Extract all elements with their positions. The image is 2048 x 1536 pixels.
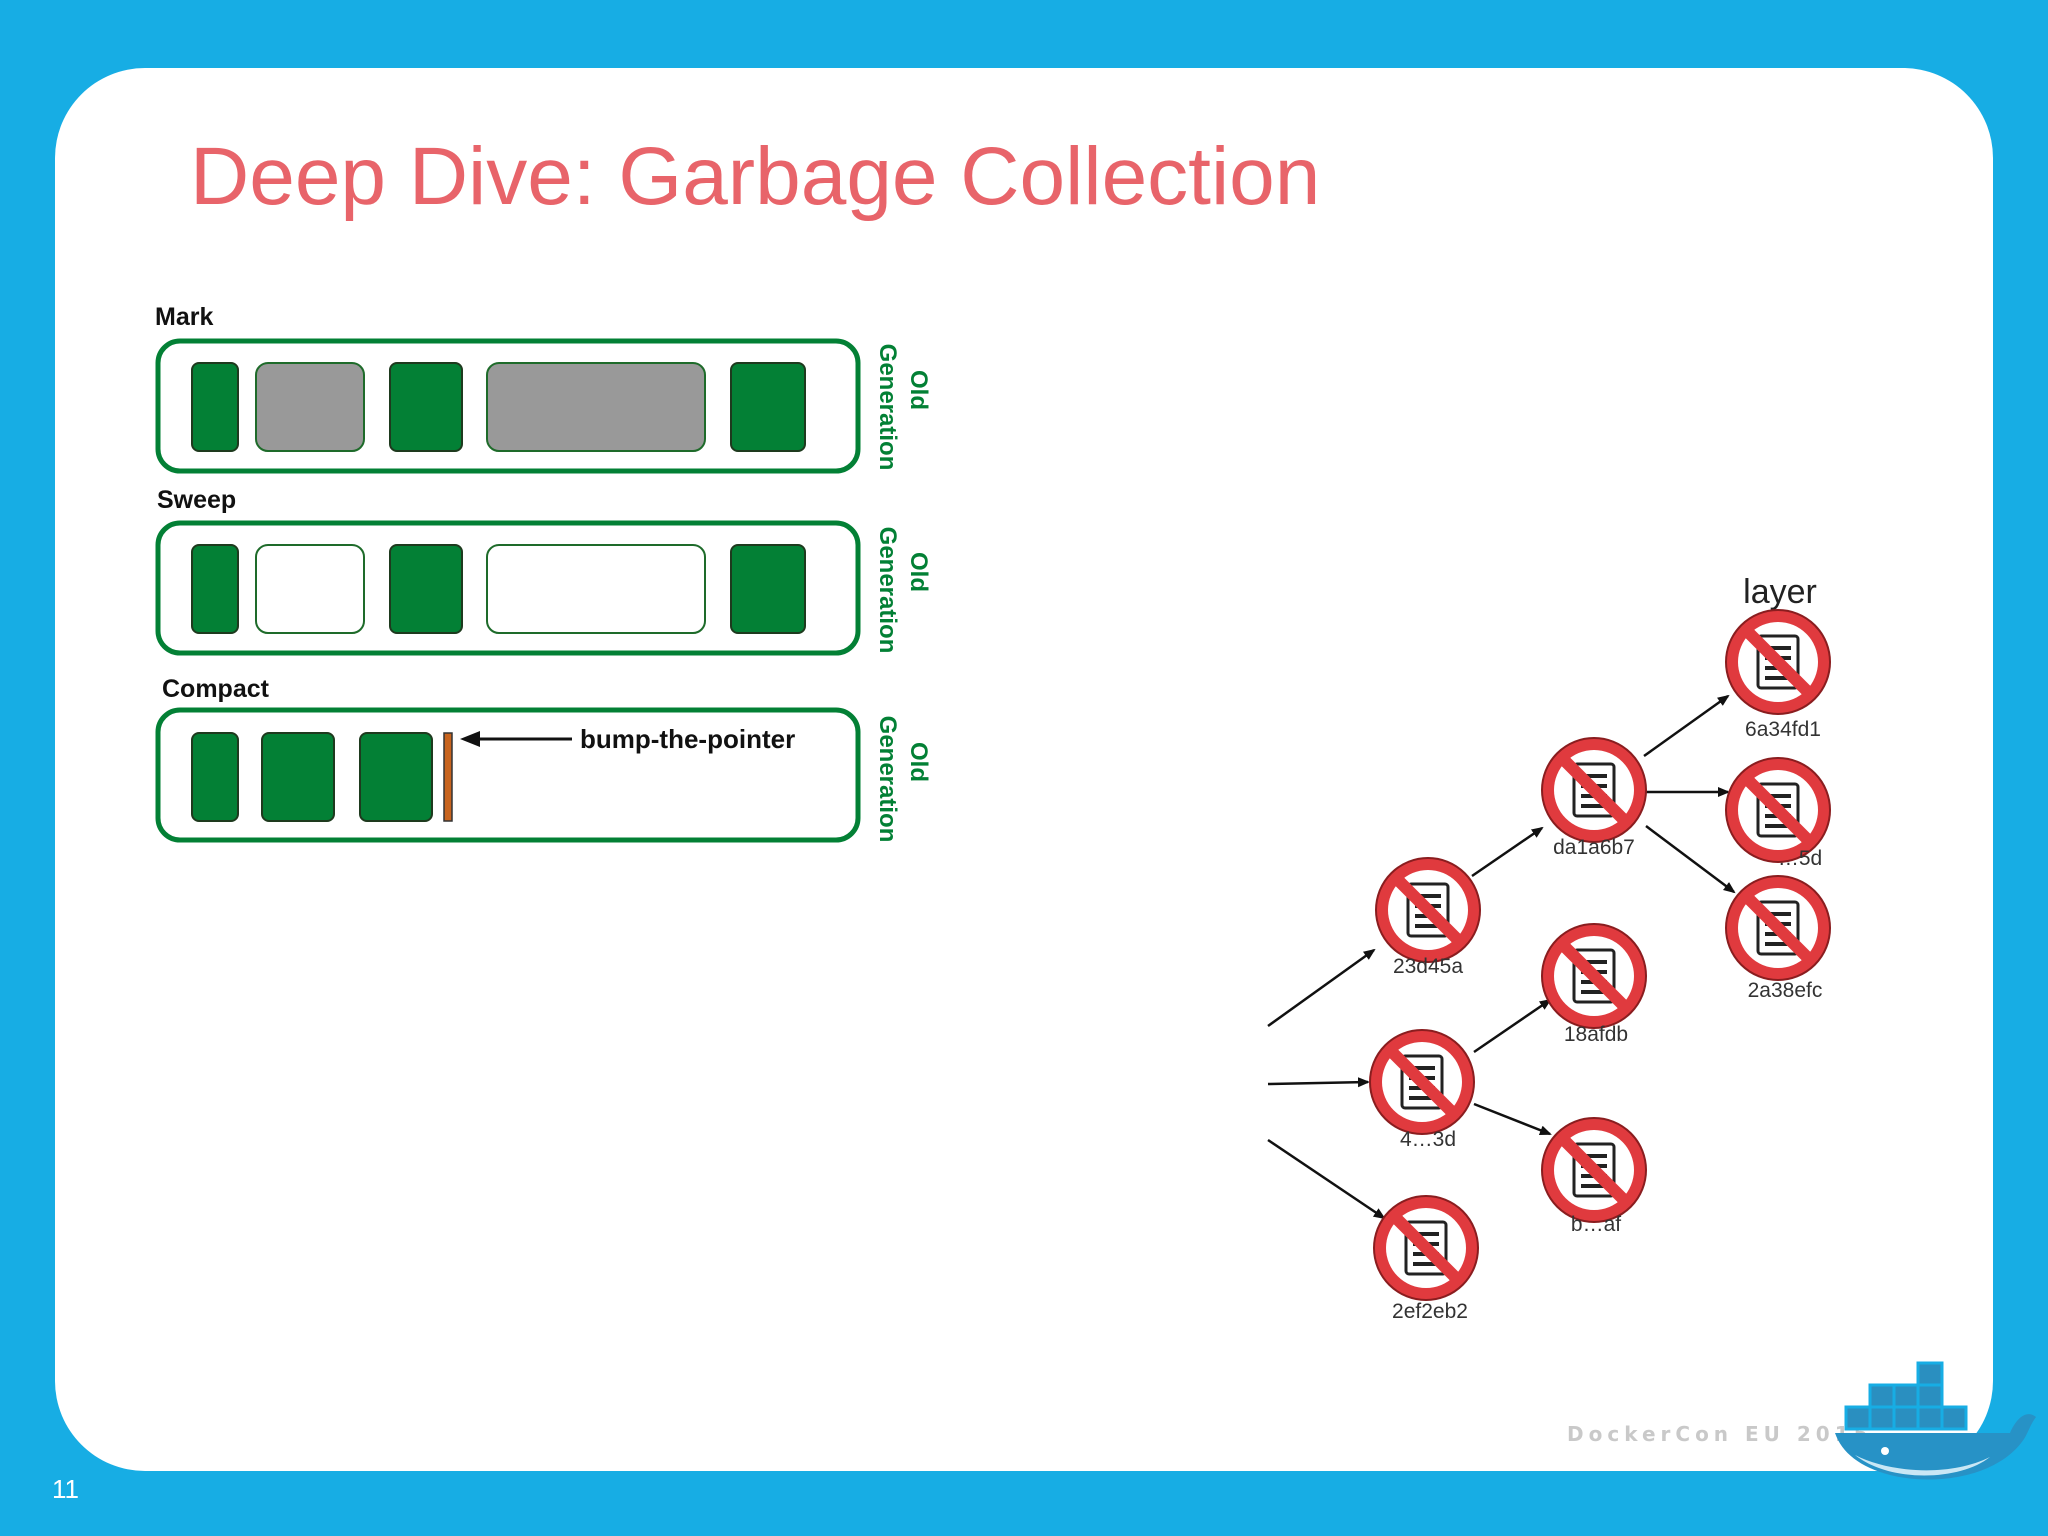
node-label: da1a6b7 [1553, 836, 1635, 859]
graph-edge [1473, 998, 1552, 1054]
graph-edge [1267, 948, 1376, 1028]
graph-edge [1471, 826, 1544, 878]
graph-edge [1473, 1102, 1552, 1136]
graph-edge [1267, 1138, 1386, 1220]
docker-whale-logo [1835, 1361, 2036, 1480]
graph-edge [1645, 825, 1736, 894]
footer-event-label: DockerCon EU 2015 [1567, 1422, 1873, 1446]
phase-label-sweep: Sweep [157, 486, 236, 514]
node-label: 6a34fd1 [1745, 718, 1821, 741]
live-object [389, 544, 463, 634]
pointer-label: bump-the-pointer [580, 724, 795, 754]
generation-label: Old [905, 742, 932, 782]
generation-label: Old [905, 552, 932, 592]
marked-object [255, 362, 365, 452]
phase-label-compact: Compact [162, 675, 270, 703]
marked-object [486, 362, 706, 452]
prohibited-icon [1376, 858, 1480, 962]
node-label: 2ef2eb2 [1392, 1300, 1468, 1323]
prohibited-icon [1370, 1030, 1474, 1134]
node-label: 2a38efc [1748, 979, 1823, 1002]
node-label: 23d45a [1393, 955, 1463, 978]
layer-graph: layer 6a34fd1 da1a6b7 …5d 2a38efc 23d45a… [1267, 573, 1860, 1323]
prohibited-icon [1726, 610, 1830, 714]
generation-label: Generation [874, 716, 901, 843]
prohibited-icon [1542, 1118, 1646, 1222]
free-space [255, 544, 365, 634]
slide-title: Deep Dive: Garbage Collection [190, 131, 1321, 222]
live-object [389, 362, 463, 452]
graph-edge [1643, 694, 1730, 758]
graph-heading: layer [1743, 573, 1817, 611]
arrowhead-icon [460, 731, 480, 747]
phase-label-mark: Mark [155, 303, 213, 331]
prohibited-icon [1374, 1196, 1478, 1300]
node-label: b…af [1571, 1213, 1621, 1236]
prohibited-icon [1726, 876, 1830, 980]
generation-label: Generation [874, 527, 901, 654]
live-object [191, 544, 239, 634]
graph-edge [1267, 1077, 1370, 1088]
live-object [730, 362, 806, 452]
heap-box-compact [155, 707, 861, 843]
heap-box-sweep [155, 520, 861, 656]
live-object [359, 732, 433, 822]
allocation-pointer [443, 732, 453, 822]
live-object [191, 362, 239, 452]
prohibited-icon [1542, 924, 1646, 1028]
prohibited-icon [1542, 738, 1646, 842]
heap-box-mark [155, 338, 861, 474]
page-number: 11 [52, 1474, 79, 1504]
live-object [730, 544, 806, 634]
generation-label: Generation [874, 344, 901, 471]
node-label: 18afdb [1564, 1023, 1628, 1046]
node-label: …5d [1778, 847, 1822, 870]
node-label: 4…3d [1400, 1128, 1456, 1151]
free-space [486, 544, 706, 634]
generation-label: Old [905, 370, 932, 410]
live-object [191, 732, 239, 822]
gc-phases-diagram: Mark Old Generation Sweep Old Generation… [155, 303, 932, 843]
live-object [261, 732, 335, 822]
